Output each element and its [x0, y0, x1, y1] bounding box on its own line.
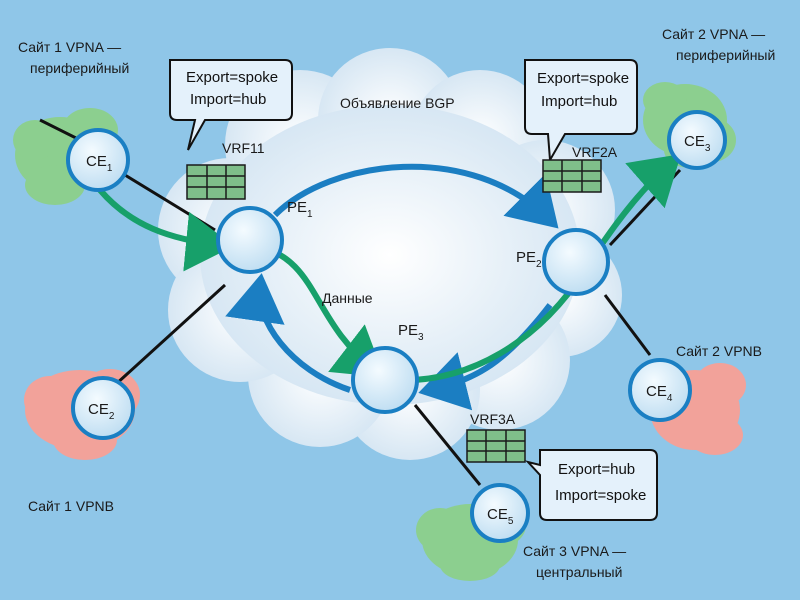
- site3-vpna-label-line1: Сайт 3 VPNA —: [523, 543, 626, 559]
- callout-vrf11-line1: Export=spoke: [186, 69, 278, 86]
- ce2-subscript: 2: [109, 411, 115, 422]
- vrf3a-table-icon: [466, 429, 526, 463]
- ce3-label: CE: [684, 133, 705, 150]
- vrf11-label: VRF11: [222, 140, 265, 156]
- site2-vpna-label-line1: Сайт 2 VPNA —: [662, 26, 765, 42]
- router-ce5: CE5: [470, 483, 530, 543]
- vrf3a-label: VRF3A: [470, 411, 516, 427]
- site2-vpnb-label: Сайт 2 VPNB: [676, 343, 762, 359]
- callout-vrf3a-line1: Export=hub: [558, 461, 635, 478]
- ce4-label: CE: [646, 383, 667, 400]
- site1-vpna-label-line1: Сайт 1 VPNA —: [18, 39, 121, 55]
- site2-vpna-label-line2: периферийный: [676, 47, 775, 63]
- ce4-subscript: 4: [667, 393, 673, 404]
- ce3-subscript: 3: [705, 143, 711, 154]
- router-pe3: PE3: [351, 322, 424, 414]
- pe1-label: PE: [287, 199, 307, 216]
- ce5-label: CE: [487, 506, 508, 523]
- router-ce4: CE4: [628, 358, 692, 422]
- router-pe2: PE2: [516, 228, 610, 296]
- ce5-subscript: 5: [508, 516, 514, 527]
- vrf11-table-icon: [186, 164, 246, 200]
- router-ce3: CE3: [667, 110, 727, 170]
- svg-text:PE1: PE1: [287, 199, 313, 220]
- pe2-subscript: 2: [536, 259, 542, 270]
- ce1-subscript: 1: [107, 163, 113, 174]
- bgp-arrows: [225, 163, 559, 411]
- svg-text:CE4: CE4: [646, 383, 673, 404]
- site1-vpna-label-line2: периферийный: [30, 60, 129, 76]
- site3-vpna-label-line2: центральный: [536, 564, 622, 580]
- router-ce1: CE1: [66, 128, 130, 192]
- svg-text:CE3: CE3: [684, 133, 711, 154]
- svg-text:CE1: CE1: [86, 153, 113, 174]
- svg-text:CE5: CE5: [487, 506, 514, 527]
- callout-vrf3a-line2: Import=spoke: [555, 487, 646, 504]
- callout-vrf2a-line1: Export=spoke: [537, 70, 629, 87]
- ce1-label: CE: [86, 153, 107, 170]
- data-label: Данные: [322, 290, 373, 306]
- pe1-subscript: 1: [307, 209, 313, 220]
- callout-vrf11: Export=spoke Import=hub: [169, 59, 293, 151]
- callout-vrf3a: Export=hub Import=spoke: [524, 449, 658, 521]
- callout-vrf2a: Export=spoke Import=hub: [524, 59, 638, 164]
- pe3-label: PE: [398, 322, 418, 339]
- ce2-label: CE: [88, 401, 109, 418]
- router-ce2: CE2: [71, 376, 135, 440]
- router-pe1: PE1: [216, 199, 313, 274]
- vrf2a-label: VRF2A: [572, 144, 618, 160]
- pe3-subscript: 3: [418, 332, 424, 343]
- vrf2a-table-icon: [542, 159, 602, 193]
- svg-text:CE2: CE2: [88, 401, 115, 422]
- callout-vrf2a-line2: Import=hub: [541, 93, 617, 110]
- pe2-label: PE: [516, 249, 536, 266]
- site1-vpnb-label: Сайт 1 VPNB: [28, 498, 114, 514]
- svg-text:PE2: PE2: [516, 249, 542, 270]
- bgp-label: Объявление BGP: [340, 95, 455, 111]
- callout-vrf11-line2: Import=hub: [190, 91, 266, 108]
- svg-text:PE3: PE3: [398, 322, 424, 343]
